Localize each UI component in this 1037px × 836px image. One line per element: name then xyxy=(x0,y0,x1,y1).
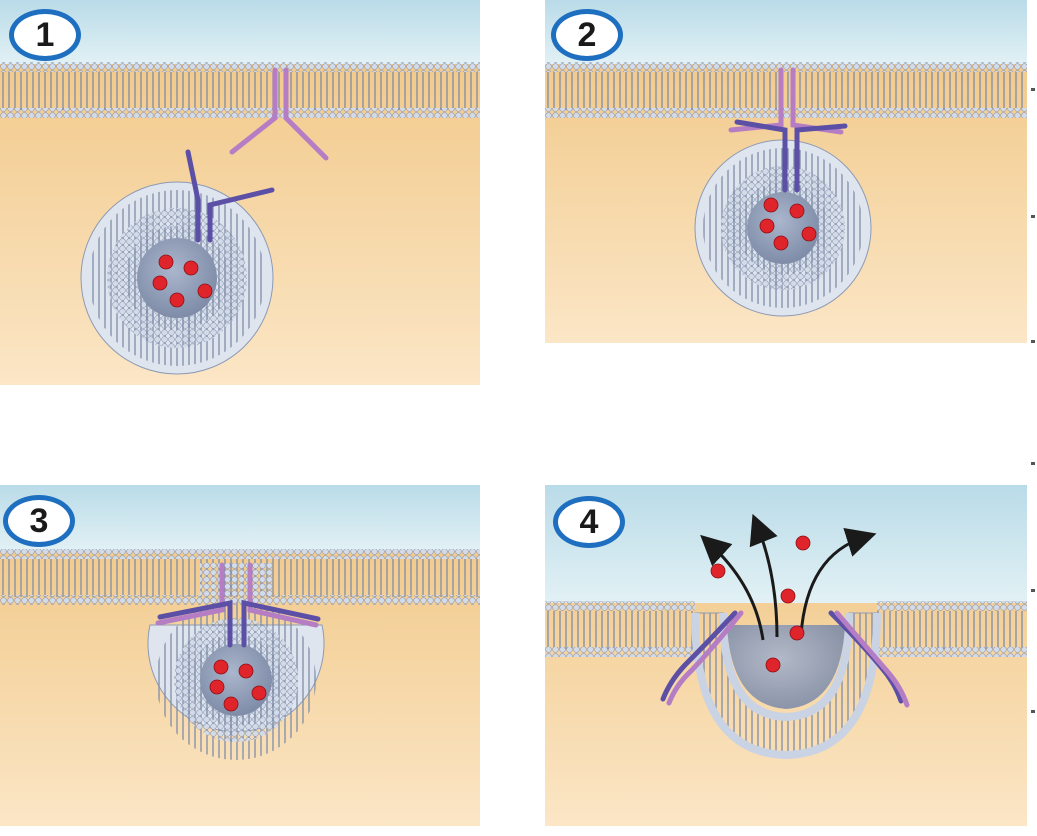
panel-3 xyxy=(0,485,480,826)
edge-mark xyxy=(1031,340,1035,343)
edge-mark xyxy=(1031,215,1035,218)
cargo-molecules xyxy=(152,254,213,308)
snare-complex-right xyxy=(828,610,910,708)
edge-mark xyxy=(1031,462,1035,465)
panel-1-illustration xyxy=(0,0,480,385)
panel-1 xyxy=(0,0,480,385)
plasma-membrane xyxy=(545,62,1027,118)
panel-2 xyxy=(545,0,1027,343)
vesicle xyxy=(694,139,872,317)
extracellular-space xyxy=(0,485,480,551)
fused-vesicle xyxy=(691,612,881,760)
extracellular-space xyxy=(545,0,1027,64)
cargo-molecules xyxy=(759,197,817,251)
step-badge-2: 2 xyxy=(551,9,623,61)
extracellular-space xyxy=(545,485,1027,603)
membrane-protein xyxy=(229,67,329,161)
vesicle-protein xyxy=(157,599,321,648)
step-badge-3: 3 xyxy=(3,495,75,547)
panel-2-illustration xyxy=(545,0,1027,343)
release-arrows xyxy=(700,513,877,641)
vesicle-protein xyxy=(185,149,275,243)
vesicle-protein xyxy=(734,119,848,193)
vesicle xyxy=(80,181,274,375)
cargo-molecules xyxy=(710,535,811,673)
edge-mark xyxy=(1031,88,1035,91)
plasma-membrane xyxy=(0,62,480,118)
panel-3-illustration xyxy=(0,485,480,826)
panel-4 xyxy=(545,485,1027,826)
snare-complex-left xyxy=(660,610,744,706)
edge-mark xyxy=(1031,589,1035,592)
panel-4-illustration xyxy=(545,485,1027,826)
membrane-protein xyxy=(155,562,319,628)
vesicle xyxy=(147,563,325,760)
plasma-membrane xyxy=(545,601,1027,657)
edge-mark xyxy=(1031,710,1035,713)
step-badge-1: 1 xyxy=(9,9,81,61)
cargo-molecules xyxy=(209,659,267,712)
step-badge-4: 4 xyxy=(553,496,625,548)
